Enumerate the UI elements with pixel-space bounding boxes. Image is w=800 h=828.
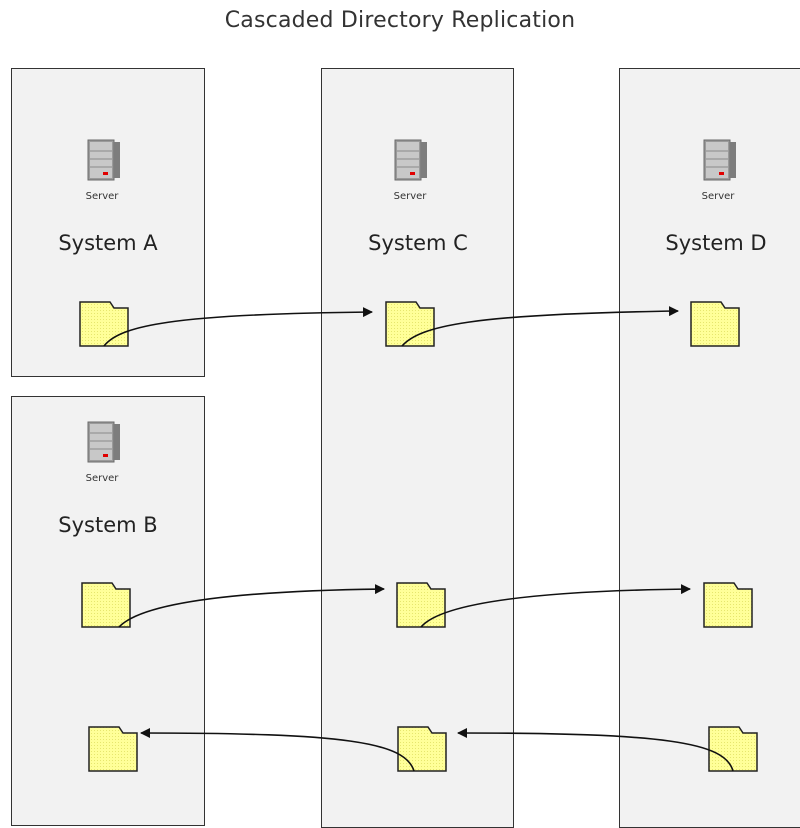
diagram-title: Cascaded Directory Replication <box>224 8 576 33</box>
system-c-box <box>321 68 514 828</box>
server-label: Server <box>85 473 119 484</box>
server-icon <box>394 139 427 181</box>
server-label: Server <box>701 191 735 202</box>
system-d-label: System D <box>665 231 767 255</box>
system-a-box <box>11 68 205 377</box>
server-label: Server <box>85 191 119 202</box>
system-d-box <box>619 68 800 828</box>
system-c-label: System C <box>368 231 468 255</box>
server-icon <box>87 421 120 463</box>
server-label: Server <box>393 191 427 202</box>
system-b-label: System B <box>58 513 158 537</box>
server-icon <box>87 139 120 181</box>
system-a-label: System A <box>58 231 158 255</box>
server-icon <box>703 139 736 181</box>
